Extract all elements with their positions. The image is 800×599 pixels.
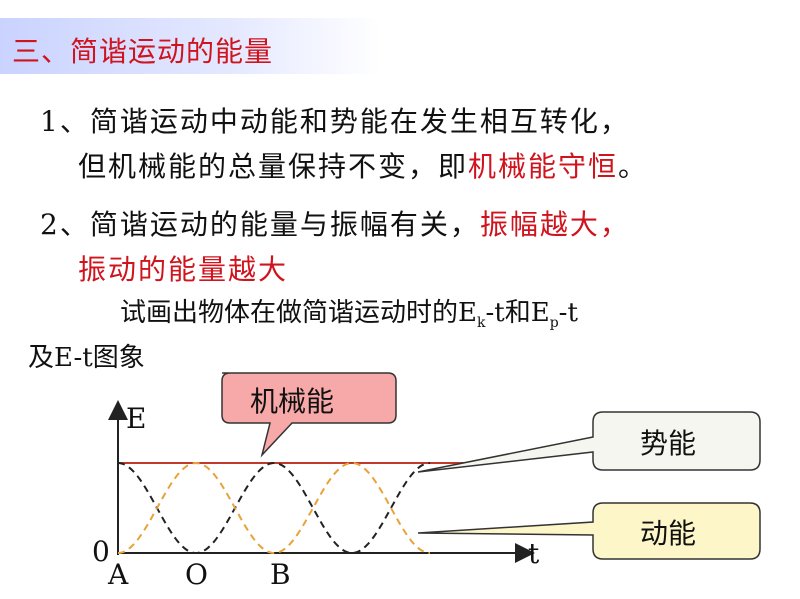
amplitude-highlight: 振幅越大， — [479, 208, 630, 241]
point-2-text: 2、简谐运动的能量与振幅有关， — [40, 208, 480, 241]
subscript-k: k — [476, 315, 486, 332]
point-2-line-2: 振动的能量越大 — [78, 253, 289, 286]
origin-label: 0 — [92, 535, 110, 568]
point-1-text: 1、简谐运动中动能和势能在发生相互转化， — [40, 105, 630, 138]
point-1-line-2: 但机械能的总量保持不变，即机械能守恒。 — [78, 145, 648, 185]
task-line-1: 试画出物体在做简谐运动时的Ek-t和Ep-t — [120, 292, 578, 331]
subscript-p: p — [549, 315, 559, 332]
task-text-end: -t — [558, 298, 578, 328]
potential-energy-curve — [117, 461, 431, 555]
tick-a: A — [108, 558, 129, 591]
point-2-line-1: 2、简谐运动的能量与振幅有关，振幅越大， — [40, 203, 630, 243]
point-1-line-1: 1、简谐运动中动能和势能在发生相互转化， — [40, 100, 630, 140]
callout-kinetic — [417, 502, 761, 560]
tick-o: O — [185, 558, 208, 591]
point-1-period: 。 — [618, 150, 649, 183]
tick-b: B — [270, 558, 291, 591]
task-text-mid: -t和E — [485, 298, 550, 328]
callout-mechanical-label: 机械能 — [250, 385, 335, 418]
callout-kinetic-label: 动能 — [640, 517, 697, 550]
title-bar — [0, 18, 380, 74]
conservation-highlight: 机械能守恒 — [468, 150, 619, 183]
point-1-text-2: 但机械能的总量保持不变，即 — [78, 150, 469, 183]
task-text: 试画出物体在做简谐运动时的E — [120, 298, 477, 328]
callout-potential — [417, 411, 761, 473]
x-axis-label: t — [528, 537, 540, 570]
page-title: 三、简谐运动的能量 — [12, 35, 274, 68]
task-line-2: 及E-t图象 — [28, 343, 145, 373]
y-axis-label: E — [126, 402, 147, 435]
kinetic-energy-curve — [117, 461, 431, 555]
callout-potential-label: 势能 — [640, 427, 697, 460]
callout-mechanical — [221, 372, 397, 458]
